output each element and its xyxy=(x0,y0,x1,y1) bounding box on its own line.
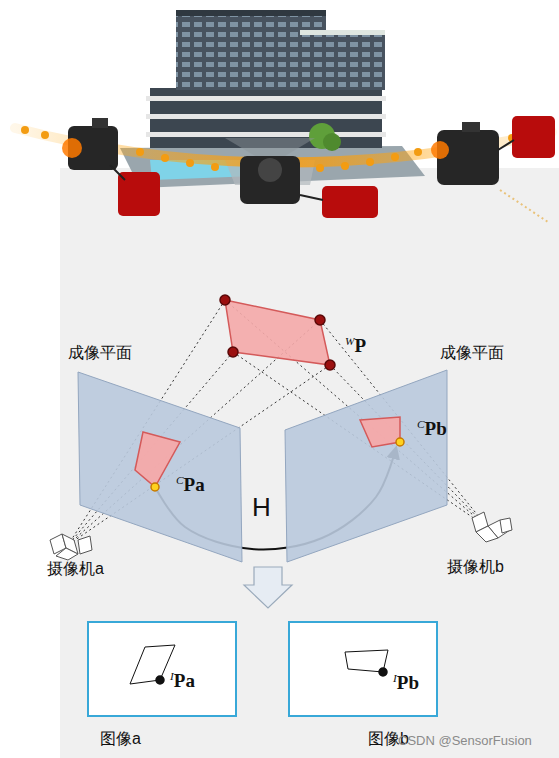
camera-symbol xyxy=(476,526,498,542)
photo-camera xyxy=(431,141,449,159)
image-plane-box: 成像平面 CPb xyxy=(283,340,513,565)
camera-trail xyxy=(414,148,422,156)
image-frame xyxy=(289,622,437,716)
image-box: IPa 图像a xyxy=(88,622,236,754)
image-plane-box: 成像平面 CPa xyxy=(60,340,245,565)
photo-camera xyxy=(437,130,499,185)
photo-camera xyxy=(498,140,514,150)
building-photo xyxy=(300,30,385,35)
camera-trail xyxy=(186,159,194,167)
camera-trail xyxy=(500,190,548,222)
camera-trail xyxy=(41,131,49,139)
projected-quad xyxy=(135,432,180,487)
image-point xyxy=(379,668,387,676)
corner-point xyxy=(315,315,325,325)
corner-point xyxy=(220,295,230,305)
image-frame xyxy=(88,622,236,716)
image-point xyxy=(396,438,404,446)
projected-quad xyxy=(360,417,400,447)
photo-camera xyxy=(322,186,378,218)
photo-camera xyxy=(62,116,555,218)
world-plane: WP xyxy=(215,295,385,375)
image-quad xyxy=(130,645,175,684)
point-label: IPa xyxy=(170,670,195,692)
photo-camera xyxy=(462,122,480,132)
camera-trail xyxy=(136,148,144,156)
building-photo xyxy=(146,114,386,119)
plane-title: 成像平面 xyxy=(440,344,504,362)
corner-point xyxy=(228,347,238,357)
point-label: CPa xyxy=(176,474,205,496)
plane-title: 成像平面 xyxy=(68,344,132,362)
background-panel xyxy=(60,168,559,758)
node-outline xyxy=(215,295,385,375)
photo-camera xyxy=(240,156,300,204)
camera-trail xyxy=(316,164,324,172)
corner-point xyxy=(325,360,335,370)
building-photo xyxy=(300,34,385,90)
camera-symbol xyxy=(78,536,92,554)
photo-camera xyxy=(258,158,282,182)
photo-camera xyxy=(110,165,125,180)
camera-label: 摄像机b xyxy=(447,558,504,576)
photo-camera xyxy=(300,195,323,200)
building-photo xyxy=(323,133,341,151)
camera-symbol xyxy=(56,548,78,560)
node-outline xyxy=(60,340,245,565)
image-plane xyxy=(78,372,242,562)
image-title: 图像a xyxy=(100,730,141,748)
building-photo xyxy=(146,132,386,137)
building-photo xyxy=(176,10,326,16)
image-point xyxy=(151,483,159,491)
camera-trail xyxy=(21,126,29,134)
camera-symbol xyxy=(500,518,512,533)
camera-trail xyxy=(161,154,169,162)
photo-camera xyxy=(512,116,555,158)
down-arrow xyxy=(244,567,292,608)
image-plane xyxy=(285,370,447,562)
node-outline xyxy=(283,340,513,565)
point-label: IPb xyxy=(393,672,419,694)
camera-trail xyxy=(366,158,374,166)
photo-camera xyxy=(92,118,108,128)
camera-label: 摄像机a xyxy=(47,560,104,578)
camera-trail xyxy=(211,163,219,171)
camera-trail xyxy=(391,153,399,161)
world-quad xyxy=(225,300,330,365)
point-label: CPb xyxy=(417,418,447,440)
camera-trail xyxy=(15,126,552,222)
building-photo xyxy=(146,96,386,101)
watermark: CSDN @SensorFusion xyxy=(398,734,532,748)
image-point xyxy=(156,676,164,684)
edge-label: H xyxy=(252,493,271,522)
point-label: WP xyxy=(345,335,366,357)
photo-camera xyxy=(62,138,82,158)
camera-trail xyxy=(341,162,349,170)
